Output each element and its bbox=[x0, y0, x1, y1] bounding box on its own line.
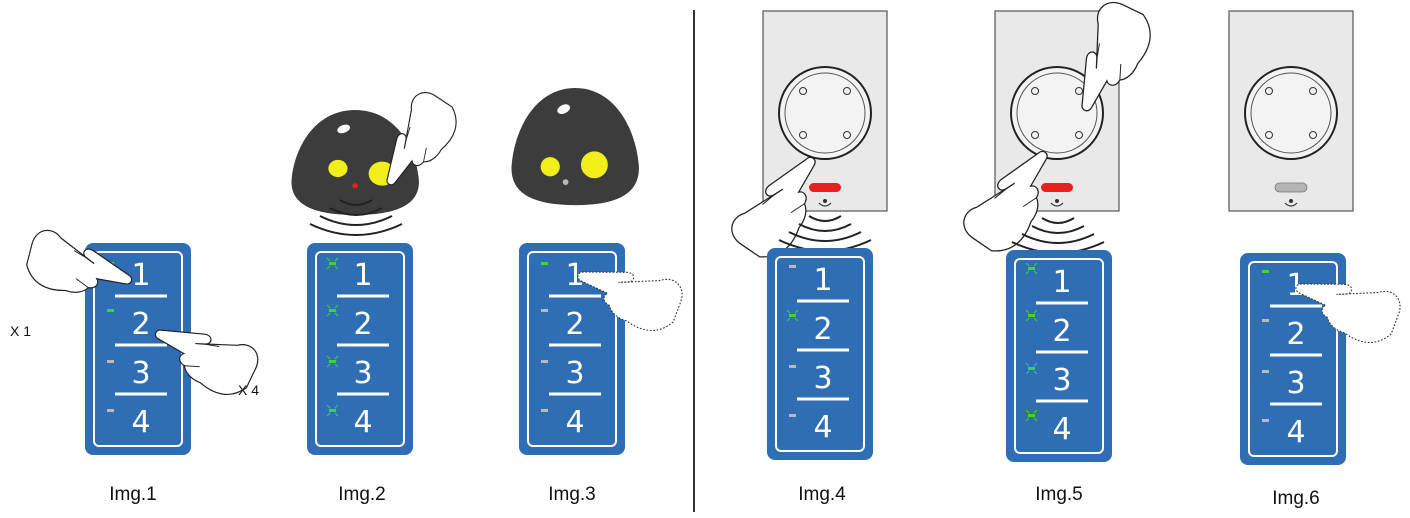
led-blink-1 bbox=[1025, 262, 1038, 275]
keypad-panel: 1 2 3 4 bbox=[1004, 248, 1114, 464]
led-2 bbox=[541, 309, 548, 312]
led-blink-3 bbox=[1025, 362, 1038, 375]
panel-number-1: 1 bbox=[565, 258, 584, 293]
panel-number-1: 1 bbox=[131, 258, 150, 293]
panel-number-2: 2 bbox=[1052, 314, 1071, 349]
remote-fob bbox=[511, 88, 639, 206]
keypad-panel: 1 2 3 4 bbox=[517, 241, 627, 457]
step-5: 1 2 3 4 Img.5 bbox=[956, 0, 1162, 505]
led-blink-2 bbox=[786, 309, 799, 322]
caption-img3: Img.3 bbox=[548, 484, 596, 505]
led-3 bbox=[107, 360, 114, 363]
remote-button-small bbox=[328, 159, 348, 178]
led-3 bbox=[1262, 370, 1269, 373]
receiver-indicator-gray bbox=[1274, 182, 1308, 193]
wall-receiver bbox=[762, 10, 888, 212]
panel-number-4: 4 bbox=[565, 405, 584, 440]
panel-number-2: 2 bbox=[813, 312, 832, 347]
led-4 bbox=[1262, 419, 1269, 422]
led-4 bbox=[107, 409, 114, 412]
led-blink-4 bbox=[1025, 409, 1038, 422]
panel-number-1: 1 bbox=[813, 263, 832, 298]
step-4: 1 2 3 4 Img.4 bbox=[724, 10, 888, 505]
panel-number-3: 3 bbox=[813, 361, 832, 396]
keypad-panel: 1 2 3 4 bbox=[1238, 251, 1348, 467]
led-blink-1 bbox=[326, 257, 339, 270]
step-3: 1 2 3 4 Img.3 bbox=[511, 88, 690, 505]
remote-button-large bbox=[580, 151, 608, 179]
led-blink-4 bbox=[326, 404, 339, 417]
panel-number-4: 4 bbox=[353, 405, 372, 440]
keypad-panel: 1 2 3 4 bbox=[83, 241, 193, 457]
panel-number-3: 3 bbox=[1286, 366, 1305, 401]
panel-number-2: 2 bbox=[1286, 317, 1305, 352]
keypad-panel: 1 2 3 4 bbox=[305, 241, 415, 457]
panel-number-3: 3 bbox=[1052, 363, 1071, 398]
led-4 bbox=[541, 409, 548, 412]
panel-number-2: 2 bbox=[353, 307, 372, 342]
panel-number-2: 2 bbox=[565, 307, 584, 342]
receiver-indicator-red bbox=[809, 183, 841, 192]
led-1 bbox=[789, 265, 796, 268]
remote-button-small bbox=[540, 157, 560, 177]
wall-receiver bbox=[1228, 10, 1354, 212]
led-blink-2 bbox=[1025, 309, 1038, 322]
remote-led-gray bbox=[562, 179, 569, 185]
panel-number-1: 1 bbox=[353, 258, 372, 293]
led-1 bbox=[541, 262, 548, 265]
remote-led-red bbox=[352, 183, 359, 189]
step-6: 1 2 3 4 Img.6 bbox=[1228, 10, 1408, 509]
led-blink-2 bbox=[326, 304, 339, 317]
led-3 bbox=[789, 365, 796, 368]
panel-number-4: 4 bbox=[1052, 412, 1071, 447]
caption-img4: Img.4 bbox=[798, 484, 846, 505]
panel-number-1: 1 bbox=[1286, 268, 1305, 303]
panel-number-2: 2 bbox=[131, 307, 150, 342]
caption-img1: Img.1 bbox=[109, 484, 157, 505]
receiver-indicator-red bbox=[1041, 183, 1073, 192]
panel-number-4: 4 bbox=[131, 405, 150, 440]
keypad-panel: 1 2 3 4 bbox=[765, 246, 875, 462]
led-blink-3 bbox=[326, 355, 339, 368]
panel-number-3: 3 bbox=[131, 356, 150, 391]
led-4 bbox=[789, 414, 796, 417]
panel-number-4: 4 bbox=[1286, 415, 1305, 450]
led-3 bbox=[541, 360, 548, 363]
wall-receiver bbox=[994, 10, 1120, 212]
panel-number-4: 4 bbox=[813, 410, 832, 445]
led-2 bbox=[1262, 319, 1269, 322]
caption-img2: Img.2 bbox=[338, 484, 386, 505]
panel-number-1: 1 bbox=[1052, 265, 1071, 300]
press-count-x4: X 4 bbox=[238, 382, 259, 398]
step-1: 1 2 3 4 X 1 X 4 Img.1 bbox=[10, 227, 266, 505]
led-1 bbox=[1262, 270, 1269, 273]
panel-number-3: 3 bbox=[353, 356, 372, 391]
led-2 bbox=[107, 309, 114, 312]
caption-img6: Img.6 bbox=[1272, 488, 1320, 509]
panel-number-3: 3 bbox=[565, 356, 584, 391]
press-count-x1: X 1 bbox=[10, 323, 31, 339]
caption-img5: Img.5 bbox=[1035, 484, 1083, 505]
step-2: 1 2 3 4 Img.2 bbox=[291, 84, 468, 505]
